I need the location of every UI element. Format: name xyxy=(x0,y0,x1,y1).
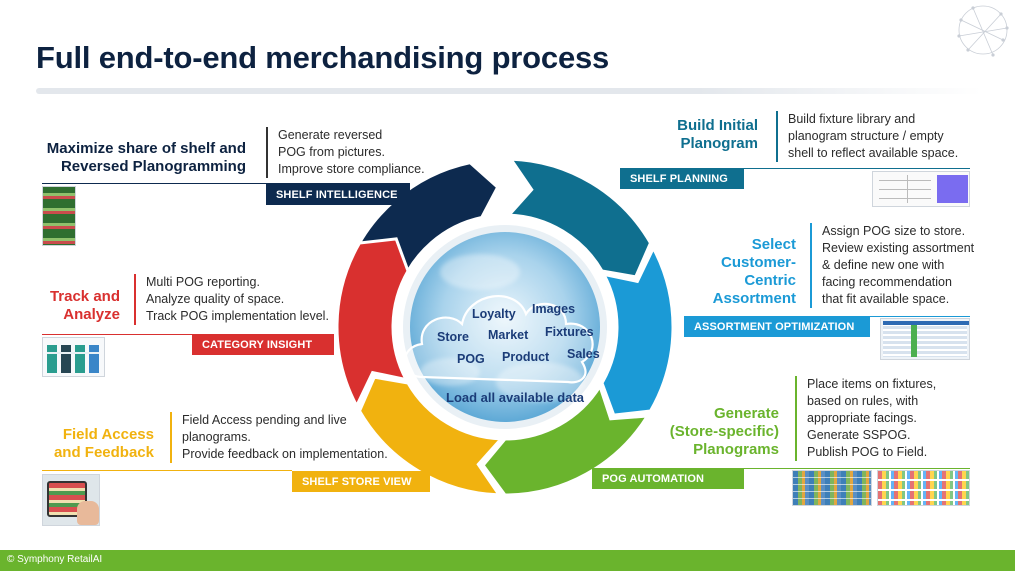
tag-assortment-optimization: ASSORTMENT OPTIMIZATION xyxy=(684,316,870,337)
thumbnail-assortment-grid xyxy=(880,318,970,360)
cycle-arrow-pog-automation xyxy=(481,382,651,497)
desc-category-insight: Multi POG reporting.Analyze quality of s… xyxy=(134,274,354,325)
data-word-sales: Sales xyxy=(567,347,600,361)
data-word-loyalty: Loyalty xyxy=(472,307,516,321)
slide-title: Full end-to-end merchandising process xyxy=(36,40,610,75)
process-cycle xyxy=(335,157,675,497)
tag-category-insight: CATEGORY INSIGHT xyxy=(192,334,334,355)
tag-shelf-intelligence: SHELF INTELLIGENCE xyxy=(266,184,410,205)
footer-copyright: © Symphony RetailAI xyxy=(7,554,103,565)
load-data-label: Load all available data xyxy=(446,390,584,405)
thumbnail-tablet-photo xyxy=(42,474,100,526)
tagline-assortment xyxy=(870,316,970,317)
data-word-product: Product xyxy=(502,350,550,364)
tagline-shelf-planning xyxy=(744,168,970,169)
data-word-images: Images xyxy=(532,302,576,316)
tag-shelf-store-view: SHELF STORE VIEW xyxy=(292,471,430,492)
cloud-icon xyxy=(403,295,594,384)
thumbnail-pog-heatmap xyxy=(792,470,872,506)
tagline-category-insight xyxy=(42,334,192,335)
tag-shelf-planning: SHELF PLANNING xyxy=(620,168,744,189)
tagline-shelf-intelligence xyxy=(42,183,410,184)
thumbnail-report-chart xyxy=(42,337,105,377)
title-underline xyxy=(36,88,982,94)
tagline-shelf-store-view xyxy=(42,470,292,471)
cycle-arrow-assortment-optimization xyxy=(600,244,675,417)
thumbnail-shelf-photo xyxy=(42,186,76,246)
heading-pog-automation: Generate(Store-specific)Planograms xyxy=(669,405,779,458)
footer-bar: © Symphony RetailAI xyxy=(0,550,1015,571)
data-word-fixtures: Fixtures xyxy=(545,325,594,339)
cycle-arrow-shelf-store-view xyxy=(357,375,505,497)
data-word-pog: POG xyxy=(457,352,485,366)
data-word-market: Market xyxy=(488,328,529,342)
desc-assortment: Assign POG size to store.Review existing… xyxy=(810,223,1000,308)
tagline-pog-automation xyxy=(744,468,970,469)
desc-pog-automation: Place items on fixtures,based on rules, … xyxy=(795,376,975,461)
network-decoration-icon xyxy=(957,5,1009,57)
cycle-arrow-shelf-planning xyxy=(505,157,653,279)
data-word-store: Store xyxy=(437,330,469,344)
tag-pog-automation: POG AUTOMATION xyxy=(592,468,744,489)
cycle-arrow-category-insight xyxy=(335,237,410,410)
thumbnail-pog-fixtures xyxy=(877,470,970,506)
thumbnail-fixture-library xyxy=(872,171,970,207)
